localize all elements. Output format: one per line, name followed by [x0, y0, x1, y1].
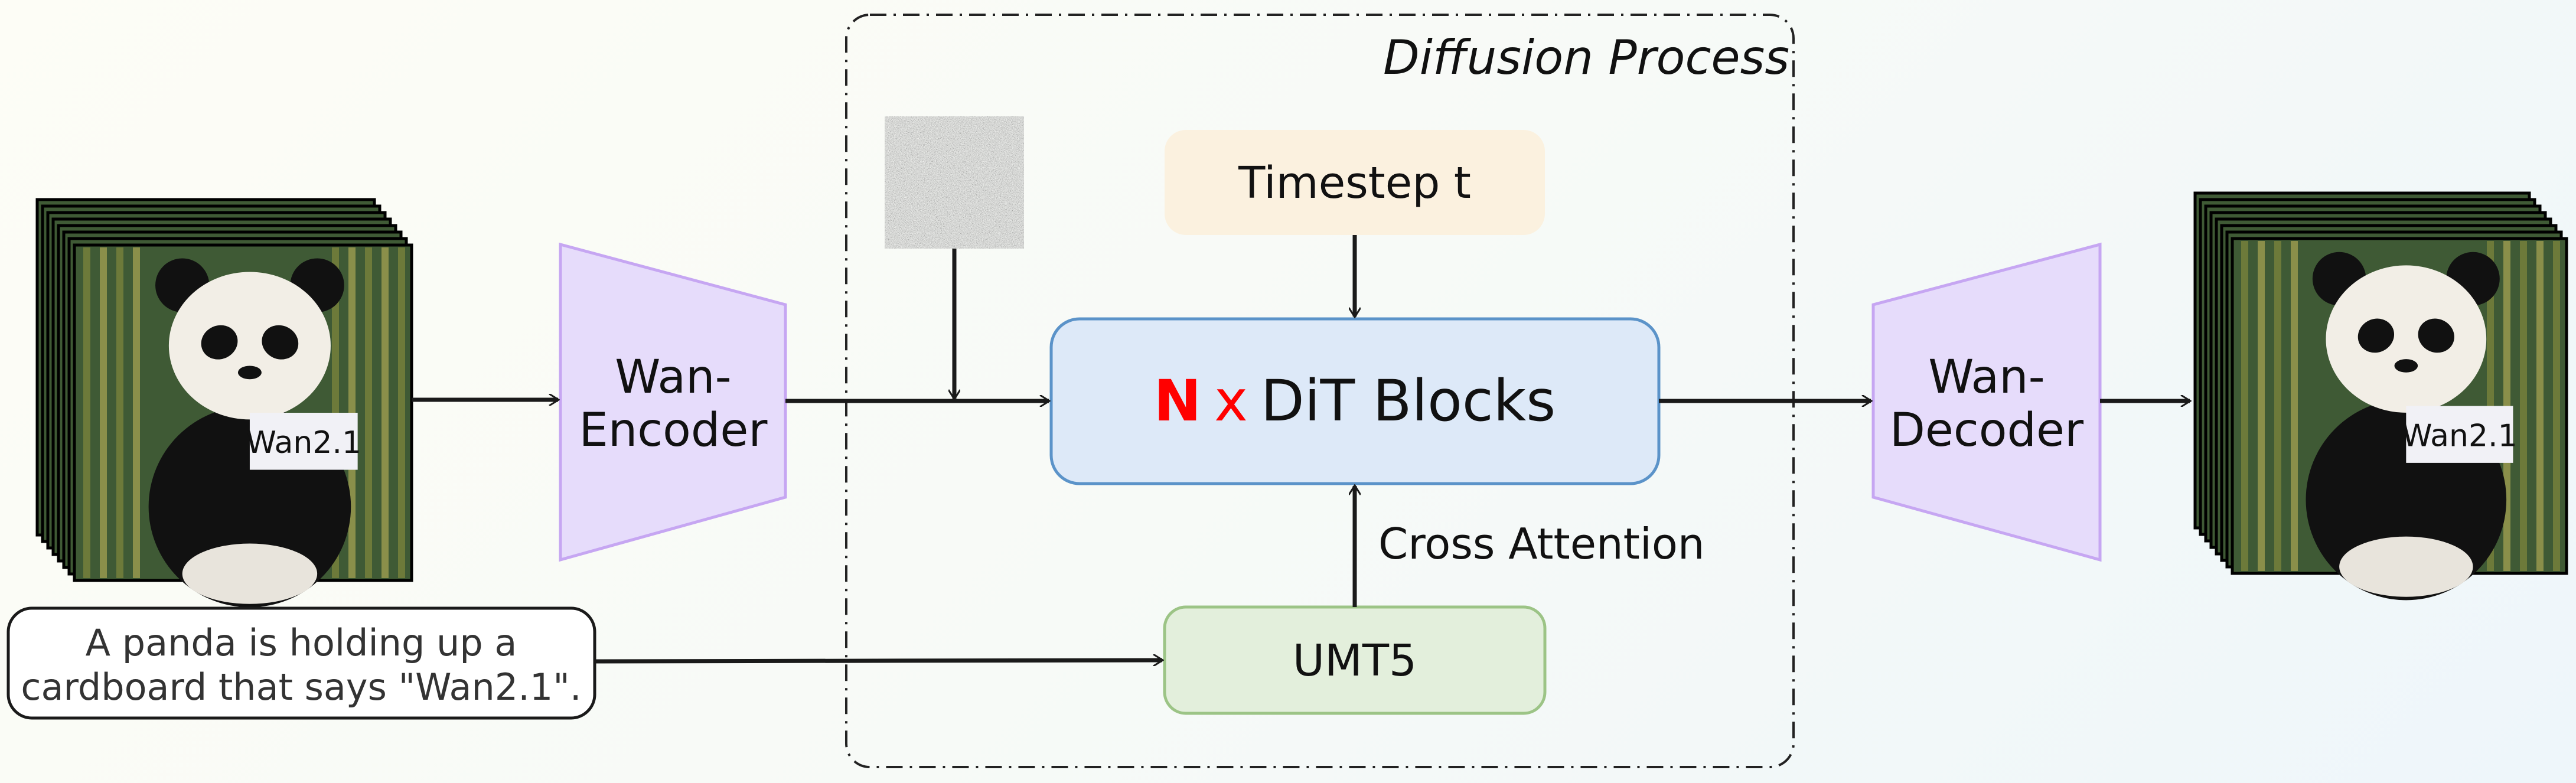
arrows: [412, 235, 2190, 661]
bamboo-stalk: [2274, 241, 2281, 571]
decoder-label-line2: Decoder: [1890, 404, 2084, 457]
bamboo-stalk: [116, 247, 123, 578]
bamboo-stalk: [133, 247, 140, 578]
dit-label-text: DiT Blocks: [1261, 368, 1556, 434]
panda-head: [2326, 265, 2487, 413]
timestep-label: Timestep t: [1238, 158, 1471, 208]
cross-attention-label: Cross Attention: [1378, 519, 1705, 569]
output-video-frames: Wan2.1: [2193, 191, 2568, 601]
panda-nose: [2394, 359, 2418, 373]
prompt-line1: A panda is holding up a: [86, 621, 517, 664]
sign-text: Wan2.1: [246, 425, 361, 461]
text-prompt-box: [6, 606, 596, 720]
panda-nose: [237, 366, 262, 380]
cardboard-sign: [2406, 406, 2513, 463]
bamboo-stalk: [100, 247, 107, 578]
diffusion-process-container: [845, 14, 1795, 768]
prompt-line2: cardboard that says "Wan2.1".: [21, 665, 581, 709]
wan-encoder: Wan- Encoder: [559, 242, 787, 562]
arrow-prompt-to-umt5: [594, 660, 1162, 661]
decoder-trapezoid: [1871, 242, 2102, 562]
video-frame: Wan2.1: [73, 243, 413, 608]
cardboard-sign: [249, 413, 358, 470]
wan-decoder: Wan- Decoder: [1871, 242, 2102, 562]
encoder-trapezoid: [559, 242, 787, 562]
encoder-label-line1: Wan-: [615, 351, 732, 404]
noise-latent-image: [885, 116, 1024, 249]
umt5-label: UMT5: [1293, 635, 1417, 686]
bamboo-stalk: [365, 247, 372, 578]
bamboo-stalk: [2520, 241, 2527, 571]
dit-count-n: N: [1154, 368, 1201, 434]
timestep-box: [1165, 130, 1545, 235]
bamboo-stalk: [398, 247, 405, 578]
panda-head: [168, 272, 331, 420]
bamboo-stalk: [2258, 241, 2265, 571]
bamboo-stalk: [381, 247, 389, 578]
bamboo-stalk: [2291, 241, 2298, 571]
diffusion-process-label: Diffusion Process: [1383, 30, 1789, 85]
video-frame: Wan2.1: [2231, 237, 2568, 601]
sign-text: Wan2.1: [2402, 419, 2518, 454]
decoder-label-line1: Wan-: [1928, 351, 2045, 404]
bamboo-stalk: [83, 247, 90, 578]
input-video-frames: Wan2.1: [35, 198, 413, 608]
bamboo-stalk: [2241, 241, 2248, 571]
encoder-label-line2: Encoder: [579, 404, 768, 457]
bamboo-stalk: [2536, 241, 2544, 571]
bamboo-stalk: [2553, 241, 2560, 571]
dit-times: x: [1214, 368, 1248, 434]
